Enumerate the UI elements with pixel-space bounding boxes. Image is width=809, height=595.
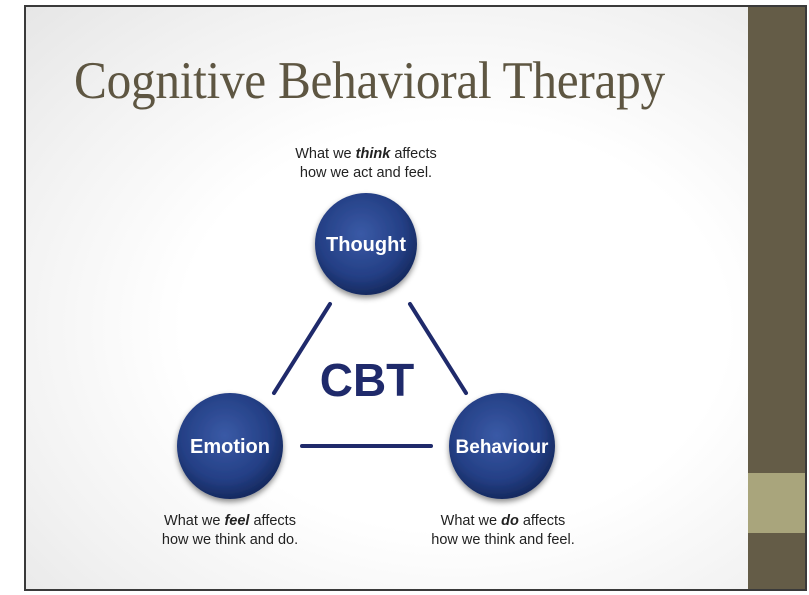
- node-behaviour-label: Behaviour: [456, 437, 550, 458]
- caption-emotion-line1: What we feel affects: [164, 513, 296, 529]
- caption-emotion-line2: how we think and do.: [161, 531, 299, 548]
- node-behaviour: Behaviour: [449, 393, 555, 499]
- caption-thought: What we think affects how we act and fee…: [256, 145, 476, 182]
- node-emotion: Emotion: [177, 393, 283, 499]
- side-decoration-accent: [748, 473, 805, 533]
- caption-thought-emphasis: think: [355, 146, 391, 162]
- node-emotion-label: Emotion: [190, 436, 270, 458]
- caption-behaviour: What we do affects how we think and feel…: [393, 512, 613, 549]
- slide-title: Cognitive Behavioral Therapy: [74, 52, 665, 110]
- caption-behaviour-line2: how we think and feel.: [431, 531, 575, 548]
- caption-emotion-emphasis: feel: [224, 513, 250, 529]
- caption-behaviour-emphasis: do: [501, 513, 519, 529]
- connector-thought-emotion: [272, 302, 332, 395]
- center-label: CBT: [320, 354, 415, 406]
- connector-thought-behaviour: [408, 302, 468, 395]
- caption-behaviour-line1: What we do affects: [440, 513, 566, 529]
- node-behaviour-circle: [449, 393, 555, 499]
- caption-thought-line2: how we act and feel.: [299, 164, 433, 181]
- node-thought: Thought: [315, 193, 417, 295]
- node-thought-circle: [315, 193, 417, 295]
- slide: Cognitive Behavioral Therapy: [24, 5, 807, 591]
- node-emotion-circle: [177, 393, 283, 499]
- caption-emotion: What we feel affects how we think and do…: [120, 512, 340, 549]
- caption-thought-line1: What we think affects: [295, 146, 437, 162]
- node-thought-label: Thought: [326, 234, 406, 256]
